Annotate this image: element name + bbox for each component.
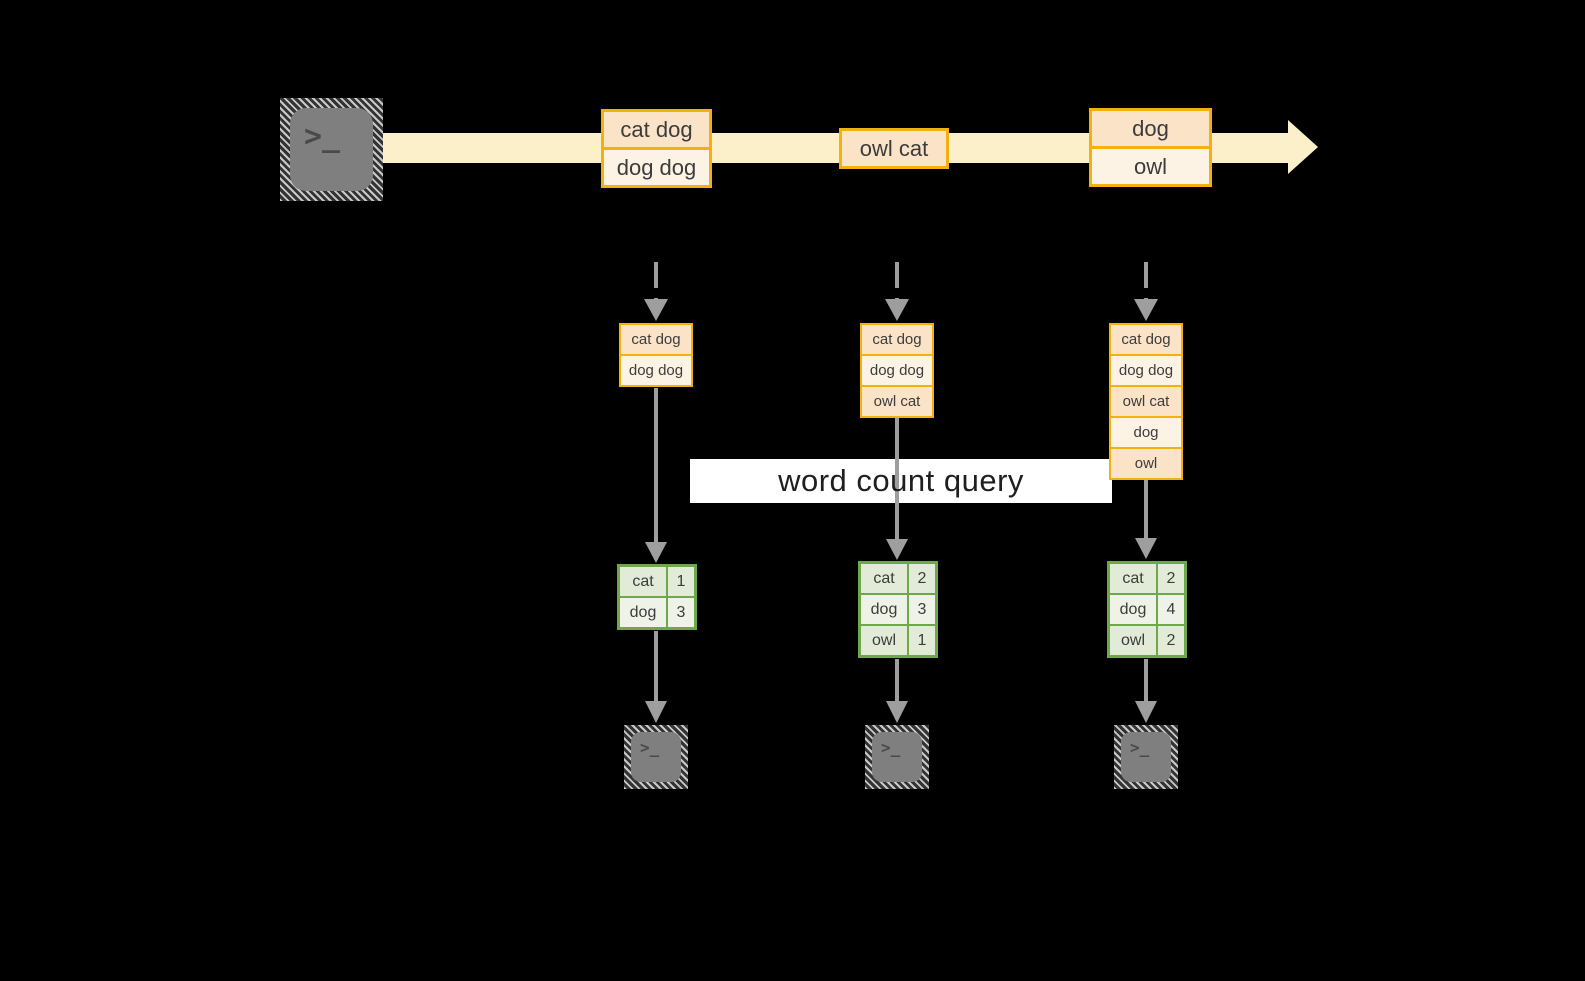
result-word: cat	[861, 564, 907, 593]
result-count: 2	[909, 564, 935, 593]
dashed-arrow-1-head	[644, 299, 668, 321]
stream-batch-2: owl cat	[839, 128, 949, 169]
result-table-3: cat 2 dog 4 owl 2	[1107, 561, 1187, 658]
result-word: dog	[861, 595, 907, 624]
query-banner-background	[690, 459, 1112, 503]
stream-batch-2-line: owl cat	[842, 131, 946, 166]
result-word: cat	[1110, 564, 1156, 593]
query-arrow-3-head	[1135, 538, 1157, 559]
input-row: owl cat	[862, 387, 932, 416]
terminal-prompt-glyph: >_	[1130, 738, 1150, 757]
input-row: owl	[1111, 449, 1181, 478]
terminal-icon: >_	[872, 732, 922, 782]
input-table-3: cat dog dog dog owl cat dog owl	[1109, 323, 1183, 480]
result-word: owl	[861, 626, 907, 655]
stream-batch-3: dog owl	[1089, 108, 1212, 187]
input-row: owl cat	[1111, 387, 1181, 416]
source-terminal-icon: >_	[280, 98, 383, 201]
result-count: 1	[668, 567, 694, 596]
result-count: 1	[909, 626, 935, 655]
input-row: cat dog	[1111, 325, 1181, 354]
terminal-prompt-glyph: >_	[304, 119, 341, 154]
stream-batch-1: cat dog dog dog	[601, 109, 712, 188]
result-count: 4	[1158, 595, 1184, 624]
output-terminal-icon-1: >_	[624, 725, 688, 789]
result-count: 2	[1158, 564, 1184, 593]
query-banner-label: word count query	[778, 463, 1024, 498]
input-row: cat dog	[862, 325, 932, 354]
result-table-2: cat 2 dog 3 owl 1	[858, 561, 938, 658]
output-arrow-1-head	[645, 701, 667, 723]
input-row: dog dog	[862, 356, 932, 385]
result-word: owl	[1110, 626, 1156, 655]
stream-batch-1-line: cat dog	[604, 112, 709, 147]
terminal-prompt-glyph: >_	[640, 738, 660, 757]
dashed-arrow-3-head	[1134, 299, 1158, 321]
terminal-icon: >_	[1121, 732, 1171, 782]
query-arrow-2-head	[886, 539, 908, 560]
input-row: dog dog	[621, 356, 691, 385]
output-arrow-2-head	[886, 701, 908, 723]
stream-batch-3-line: owl	[1092, 149, 1209, 184]
input-row: cat dog	[621, 325, 691, 354]
stream-batch-1-line: dog dog	[604, 150, 709, 185]
terminal-icon: >_	[631, 732, 681, 782]
result-count: 2	[1158, 626, 1184, 655]
output-terminal-icon-3: >_	[1114, 725, 1178, 789]
input-table-2: cat dog dog dog owl cat	[860, 323, 934, 418]
stream-arrow-head	[1288, 120, 1318, 174]
terminal-prompt-glyph: >_	[881, 738, 901, 757]
result-count: 3	[668, 598, 694, 627]
output-arrow-3-head	[1135, 701, 1157, 723]
result-table-1: cat 1 dog 3	[617, 564, 697, 630]
input-row: dog dog	[1111, 356, 1181, 385]
input-row: dog	[1111, 418, 1181, 447]
output-terminal-icon-2: >_	[865, 725, 929, 789]
stream-batch-3-line: dog	[1092, 111, 1209, 146]
result-count: 3	[909, 595, 935, 624]
input-table-1: cat dog dog dog	[619, 323, 693, 387]
terminal-icon: >_	[290, 108, 373, 191]
result-word: cat	[620, 567, 666, 596]
result-word: dog	[620, 598, 666, 627]
query-arrow-1-head	[645, 542, 667, 563]
dashed-arrow-2-head	[885, 299, 909, 321]
result-word: dog	[1110, 595, 1156, 624]
